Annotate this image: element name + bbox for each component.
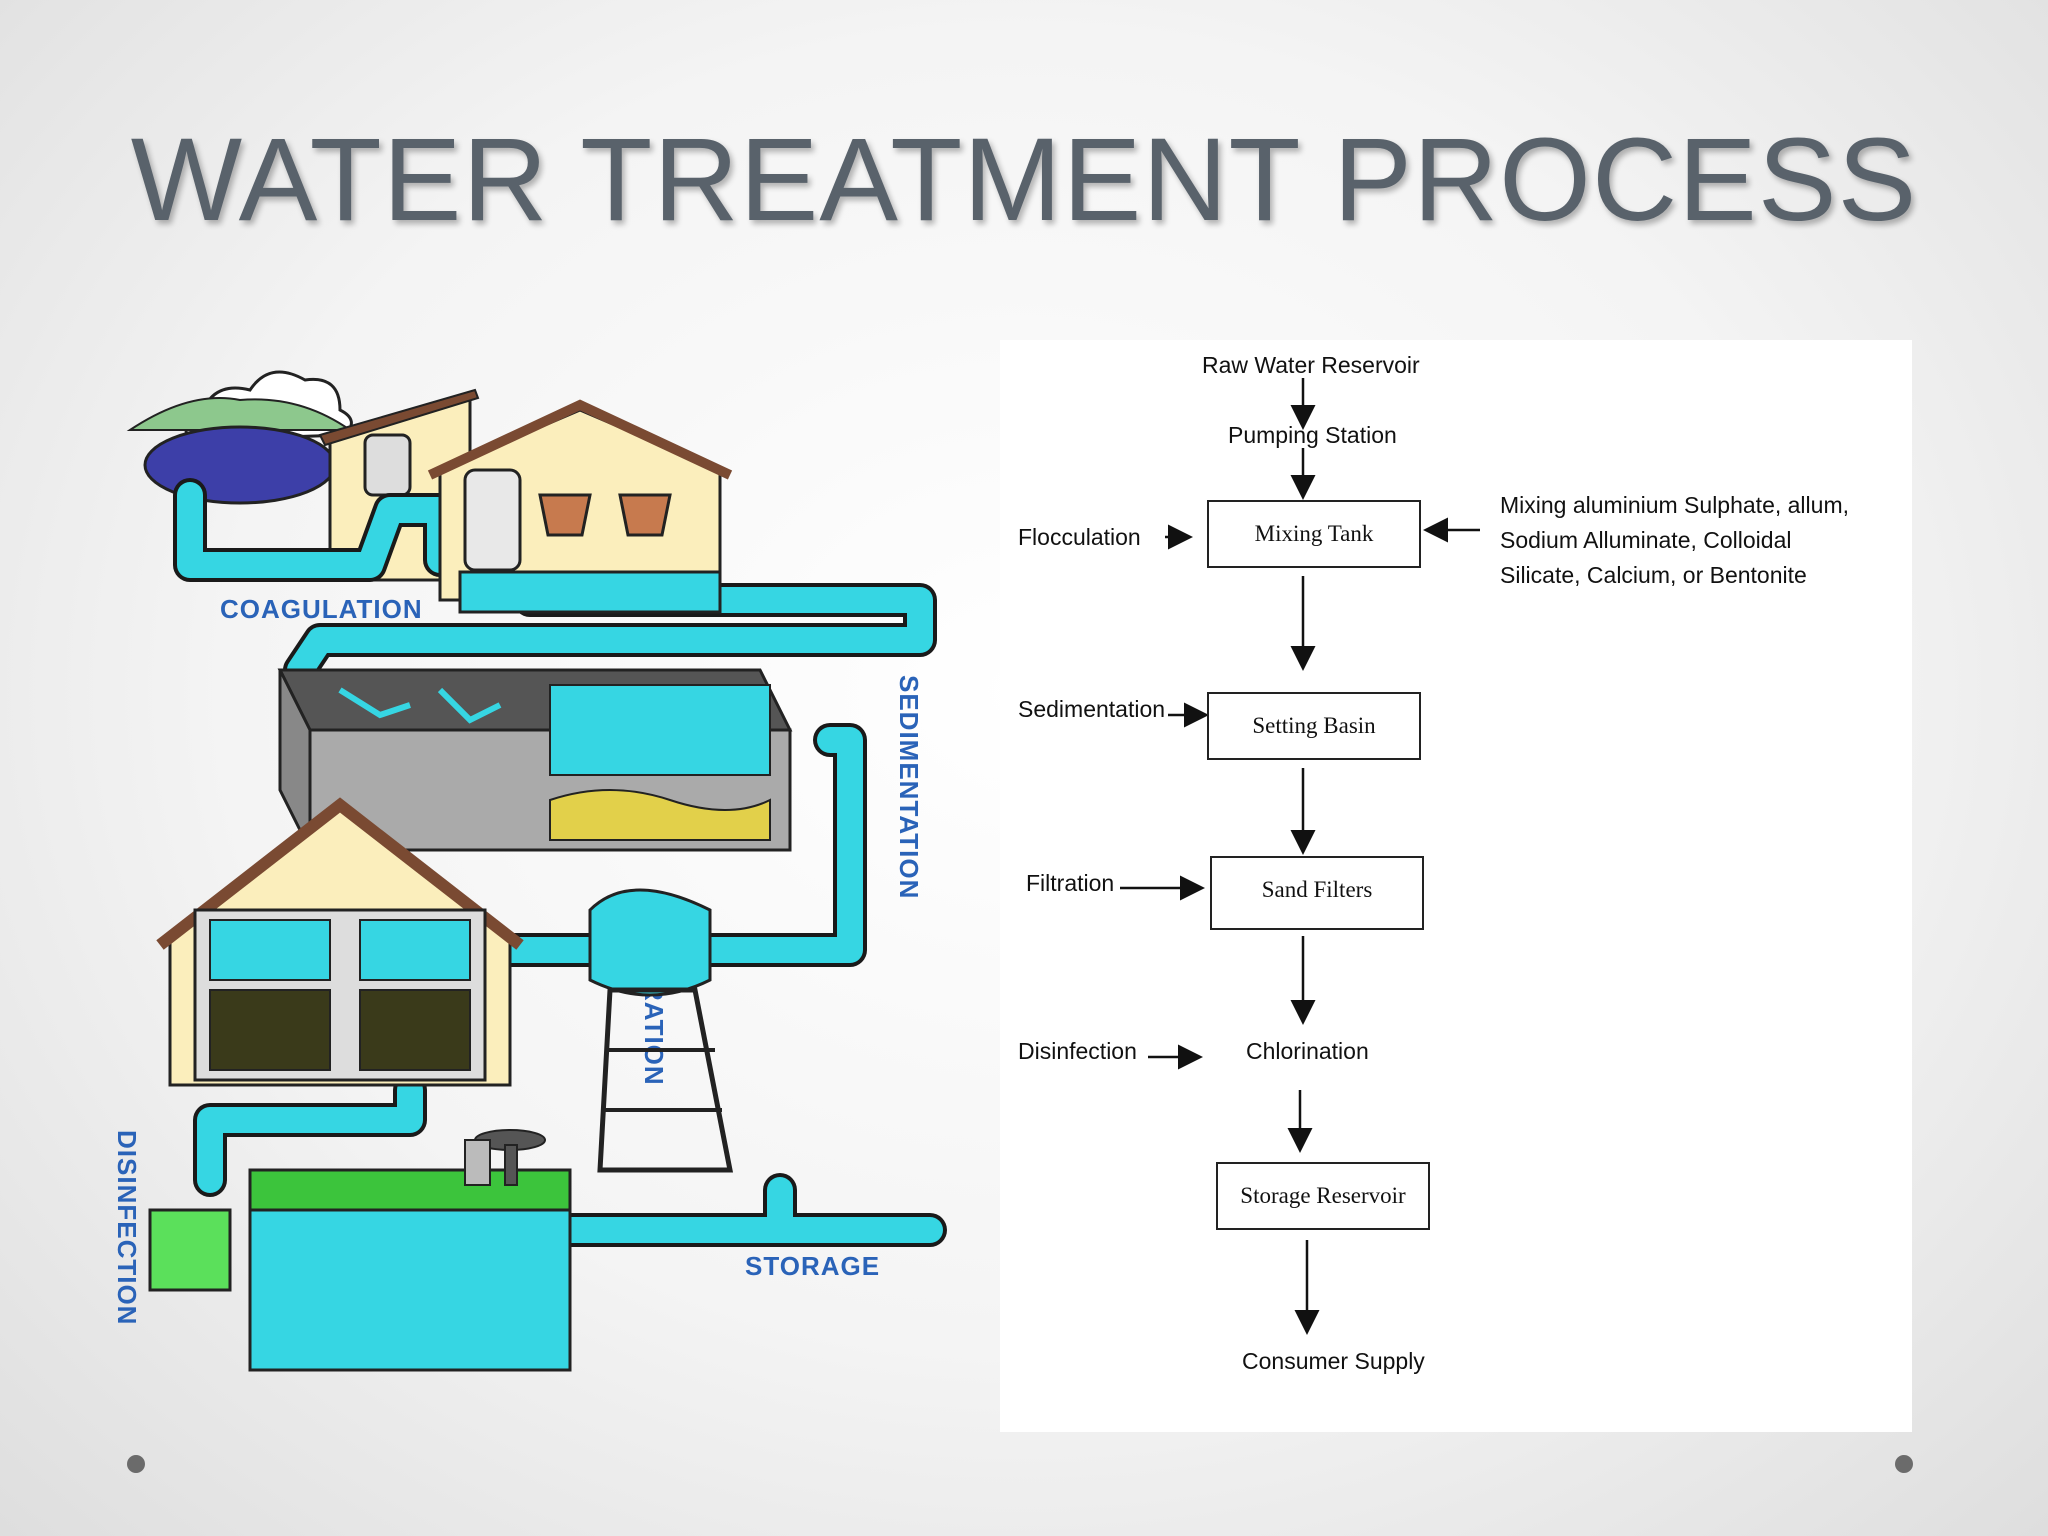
coagulation-house: [427, 399, 733, 614]
storage-label: STORAGE: [745, 1251, 880, 1281]
additives-line-2: Sodium Alluminate, Colloidal: [1500, 527, 1792, 553]
additives-line-1: Mixing aluminium Sulphate, allum,: [1500, 492, 1849, 518]
chlorination-label: Chlorination: [1246, 1038, 1369, 1064]
consumer-supply: Consumer Supply: [1242, 1348, 1425, 1374]
filtration-house: [156, 797, 524, 1087]
flowchart-panel: Raw Water Reservoir Pumping Station Floc…: [1000, 340, 1912, 1432]
flowchart-arrows: [1120, 378, 1480, 1335]
storage-tank: [148, 1129, 572, 1372]
slide-bullet-right: [1895, 1455, 1913, 1473]
sedimentation-basin: [277, 668, 793, 852]
pumping-station: Pumping Station: [1228, 422, 1397, 448]
water-tower: [588, 888, 734, 1173]
mountain-shape: [126, 397, 354, 431]
coagulation-label: COAGULATION: [220, 594, 423, 624]
slide-bullet-left: [127, 1455, 145, 1473]
storage-reservoir-box: Storage Reservoir: [1216, 1162, 1430, 1230]
mixing-tank-box: Mixing Tank: [1207, 500, 1421, 568]
slide-title: WATER TREATMENT PROCESS: [130, 114, 1918, 246]
setting-basin-box: Setting Basin: [1207, 692, 1421, 760]
disinfection-label: DISINFECTION: [112, 1130, 142, 1325]
additives-note: Mixing aluminium Sulphate, allum, Sodium…: [1500, 488, 1849, 593]
filtration-input: Filtration: [1026, 870, 1115, 896]
sedimentation-label: SEDIMENTATION: [894, 675, 924, 899]
additives-line-3: Silicate, Calcium, or Bentonite: [1500, 562, 1807, 588]
treatment-plant-illustration: COAGULATION SEDIMENTATION FILTRATION DI: [112, 370, 947, 1372]
sedimentation-input: Sedimentation: [1018, 696, 1166, 722]
flocculation-input: Flocculation: [1018, 524, 1141, 550]
disinfection-input: Disinfection: [1018, 1038, 1137, 1064]
raw-water-reservoir: Raw Water Reservoir: [1202, 352, 1420, 378]
sand-filters-box: Sand Filters: [1210, 856, 1424, 930]
